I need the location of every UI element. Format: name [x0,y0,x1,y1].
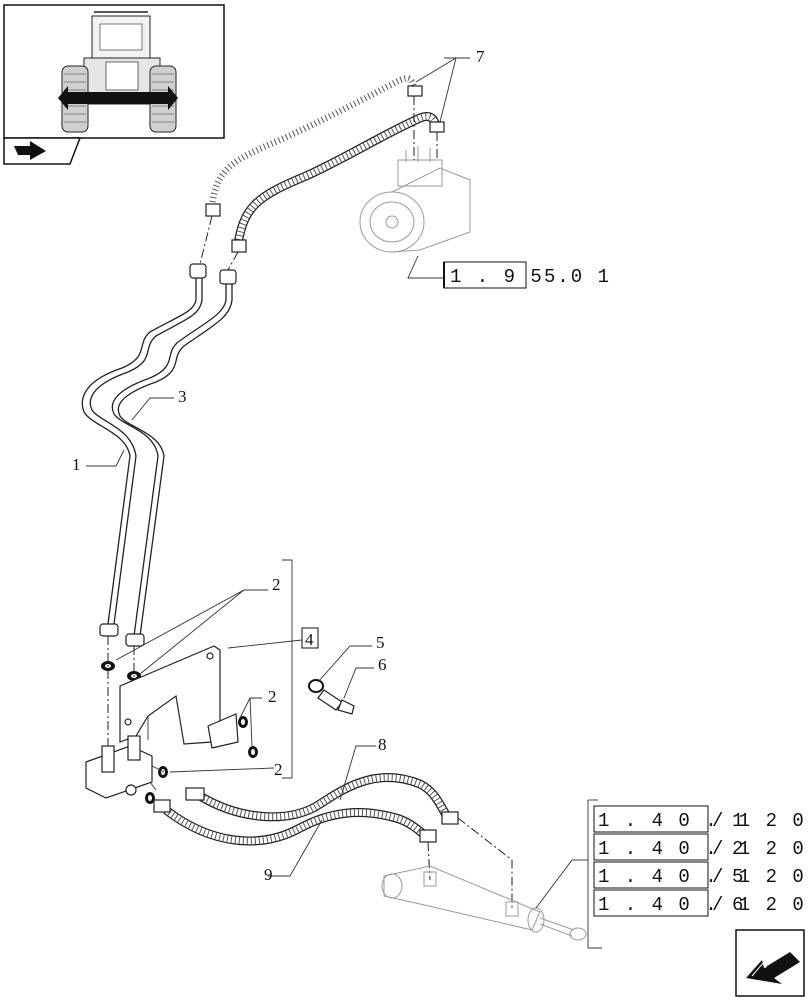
callout-2-top: 2 [272,575,281,594]
lower-hoses [153,772,513,910]
bracket [119,645,239,749]
reference-cylinder-3-page[interactable]: / 1 2 0 [712,866,806,888]
reference-steering-unit-page[interactable]: 5 0 1 [544,266,611,288]
callout-9: 9 [264,865,273,884]
reference-cylinder-list[interactable]: 1 . 4 0 . 1 / 1 2 0 1 . 4 0 . 2 / 1 2 0 … [572,799,806,949]
callout-6: 6 [378,655,387,674]
callout-4: 4 [305,630,314,649]
callout-2-middle: 2 [268,687,277,706]
back-arrow-icon[interactable] [14,141,46,160]
callout-1: 1 [72,455,81,474]
rigid-pipes [81,215,239,647]
tractor-front-view-icon [58,11,178,133]
callout-5: 5 [376,633,385,652]
reference-cylinder-4-page[interactable]: / 1 2 0 [712,894,806,916]
reference-cylinder-3-code[interactable]: 1 . 4 0 . 5 [598,866,745,888]
callout-2-bottom: 2 [274,760,283,779]
steering-unit [359,146,471,279]
leader-lines [86,57,470,877]
next-page-button[interactable] [735,929,805,997]
upper-hoses [205,75,445,253]
back-arrow-tab[interactable] [3,137,82,165]
sealing-washers [101,636,258,804]
reference-cylinder-1-code[interactable]: 1 . 4 0 . 1 [598,810,745,832]
reference-cylinder-4-code[interactable]: 1 . 4 0 . 6 [598,894,745,916]
reference-steering-unit-code[interactable]: 1 . 9 5 . [450,266,571,288]
reference-cylinder-2-code[interactable]: 1 . 4 0 . 2 [598,838,745,860]
callout-8: 8 [378,735,387,754]
valve-block [85,735,165,799]
reference-steering-unit[interactable]: 1 . 9 5 . 5 0 1 [443,261,611,289]
tractor-thumbnail [3,4,225,139]
steering-cylinder [381,859,587,941]
callouts: 7 1 3 2 2 2 4 5 6 8 9 [72,47,485,884]
callout-3: 3 [178,387,187,406]
callout-7: 7 [476,47,485,66]
next-page-arrow-icon[interactable] [746,952,800,984]
reference-cylinder-2-page[interactable]: / 1 2 0 [712,838,806,860]
reference-cylinder-1-page[interactable]: / 1 2 0 [712,810,806,832]
bolt-and-washer [308,679,355,715]
